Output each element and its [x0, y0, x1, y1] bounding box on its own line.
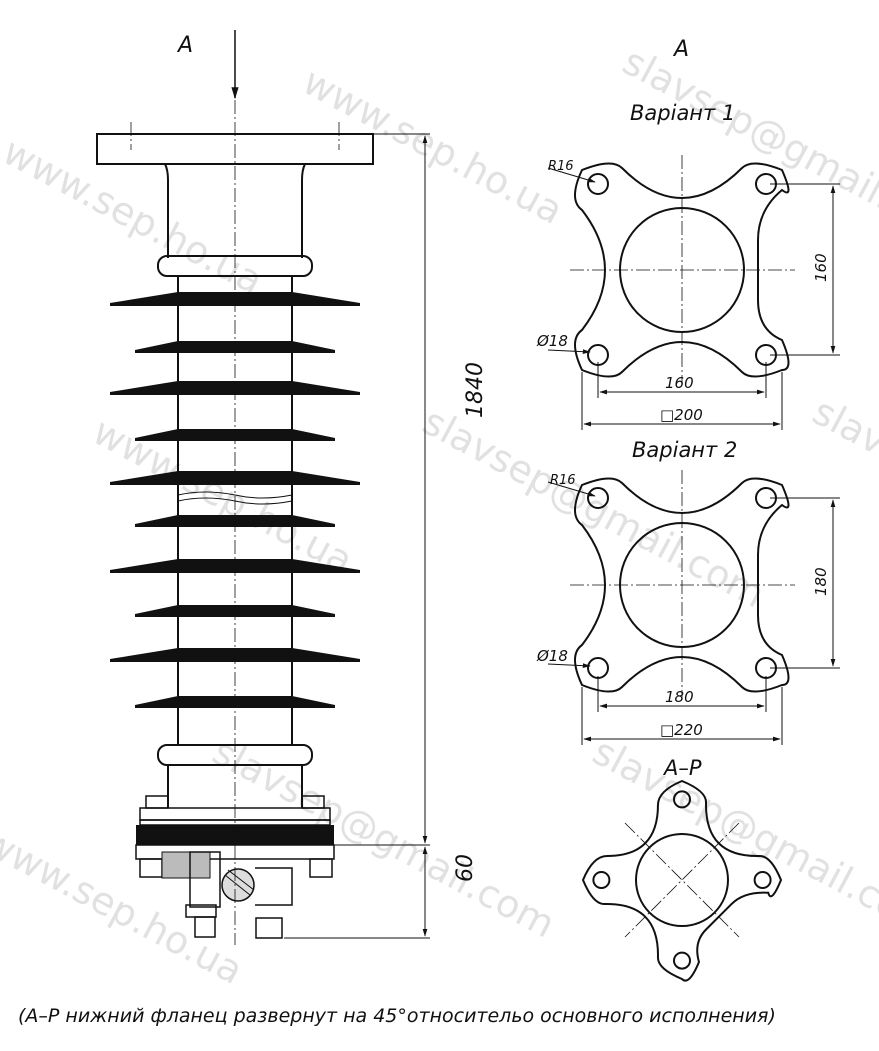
variant1-title: Варіант 1 [630, 101, 735, 125]
bolt-hole [673, 951, 691, 970]
bolt-hole [592, 871, 611, 889]
watermark-text: slavsep@gmail.com [616, 39, 879, 256]
flange-outline [574, 477, 790, 693]
v1-hole-label: Ø18 [536, 332, 568, 350]
bolt-hole [587, 657, 609, 679]
watermark-text: slavsep@gmail.com [586, 729, 879, 946]
v1-radius-label: R16 [548, 159, 574, 174]
insulator-side-view: A [96, 30, 488, 945]
flange-outline [574, 162, 790, 378]
bolt-hole [673, 790, 691, 809]
v2-hole-label: Ø18 [536, 647, 568, 665]
watermarks: www.sep.ho.ua slavsep@gmail.com www.sep.… [0, 39, 879, 993]
v2-square-label: □220 [660, 721, 703, 739]
v2-horizontal-label: 180 [665, 688, 694, 706]
variant2-title: Варіант 2 [632, 438, 737, 462]
flange-outline [581, 779, 783, 982]
v1-horizontal-label: 160 [665, 374, 694, 392]
ap-rotated-flange: А–Р [581, 756, 783, 982]
height-total-label: 1840 [463, 362, 488, 418]
v1-vertical-label: 160 [812, 253, 830, 282]
drawing-caption: (А–Р нижний фланец развернут на 45°относ… [18, 1005, 776, 1027]
v2-radius-label: R16 [550, 473, 576, 488]
center-bore [635, 833, 729, 927]
bolt-hole [587, 173, 609, 195]
v1-square-label: □200 [660, 406, 703, 424]
bolt-hole [587, 487, 609, 509]
view-a-label: A [672, 37, 689, 62]
v2-vertical-label: 180 [812, 567, 830, 596]
bottom-flange-assembly [135, 795, 335, 945]
height-base-label: 60 [453, 854, 478, 882]
bolt-hole [753, 871, 772, 889]
ap-view-title: А–Р [662, 756, 702, 780]
variant2-flange: Варіант 2 R16 Ø18 180 180 □220 [536, 438, 840, 745]
watermark-text: www.sep.ho.ua [296, 59, 570, 233]
variant1-flange: Варіант 1 R16 Ø18 160 160 □200 [536, 101, 840, 430]
top-neck [164, 163, 169, 258]
view-arrow-label: A [176, 33, 193, 58]
